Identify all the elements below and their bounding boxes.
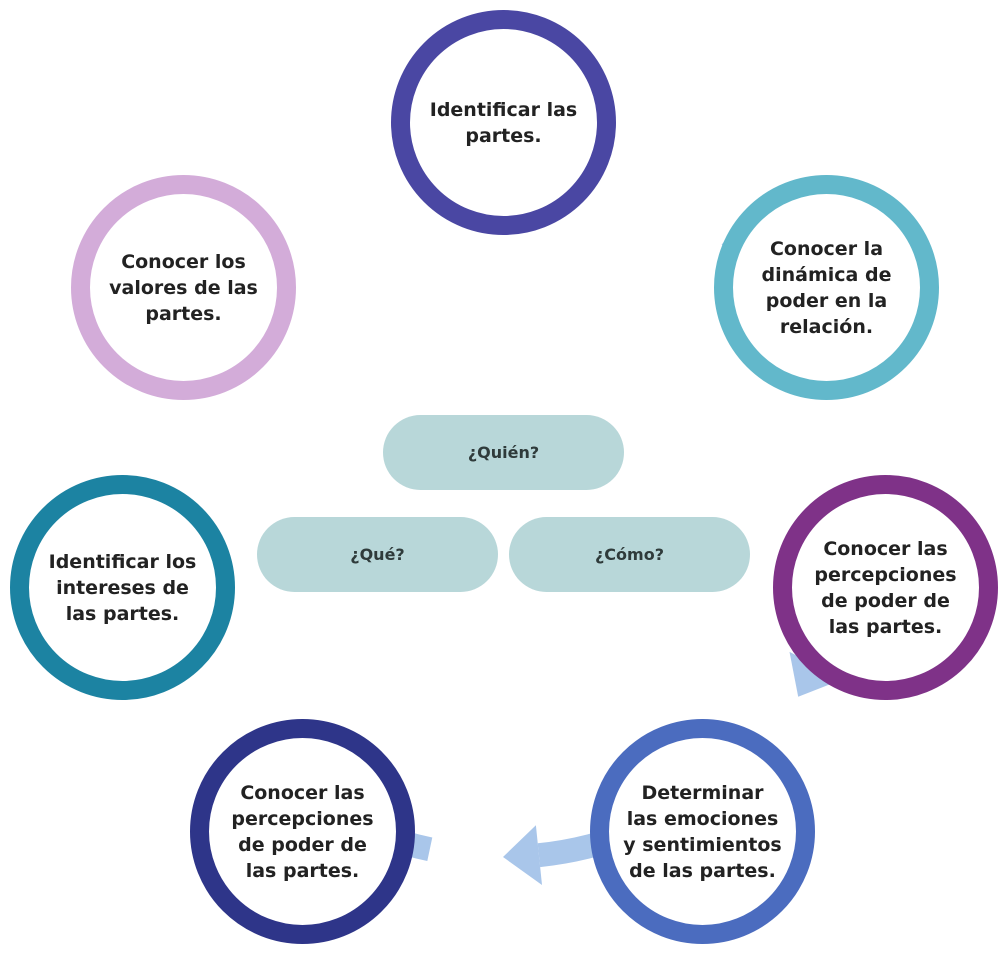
step-values: Conocer los valores de las partes.	[71, 175, 296, 400]
step-identify-parties-label: Identificar las partes.	[429, 98, 578, 147]
step-emotions-label: Determinar las emociones y sentimientos …	[623, 781, 782, 882]
arrow-head-5	[503, 825, 542, 885]
step-power-perceptions-right-label: Conocer las percepciones de poder de las…	[814, 537, 957, 638]
step-values-label: Conocer los valores de las partes.	[109, 250, 258, 325]
step-emotions: Determinar las emociones y sentimientos …	[590, 719, 815, 944]
question-how: ¿Cómo?	[509, 517, 750, 592]
question-what: ¿Qué?	[257, 517, 498, 592]
step-interests: Identificar los intereses de las partes.	[10, 475, 235, 700]
step-power-perceptions-left: Conocer las percepciones de poder de las…	[190, 719, 415, 944]
step-interests-label: Identificar los intereses de las partes.	[48, 550, 197, 625]
step-power-dynamics-label: Conocer la dinámica de poder en la relac…	[761, 237, 892, 338]
step-identify-parties: Identificar las partes.	[391, 10, 616, 235]
question-who: ¿Quién?	[383, 415, 624, 490]
step-power-perceptions-right: Conocer las percepciones de poder de las…	[773, 475, 998, 700]
step-power-perceptions-left-label: Conocer las percepciones de poder de las…	[231, 781, 374, 882]
step-power-dynamics: Conocer la dinámica de poder en la relac…	[714, 175, 939, 400]
